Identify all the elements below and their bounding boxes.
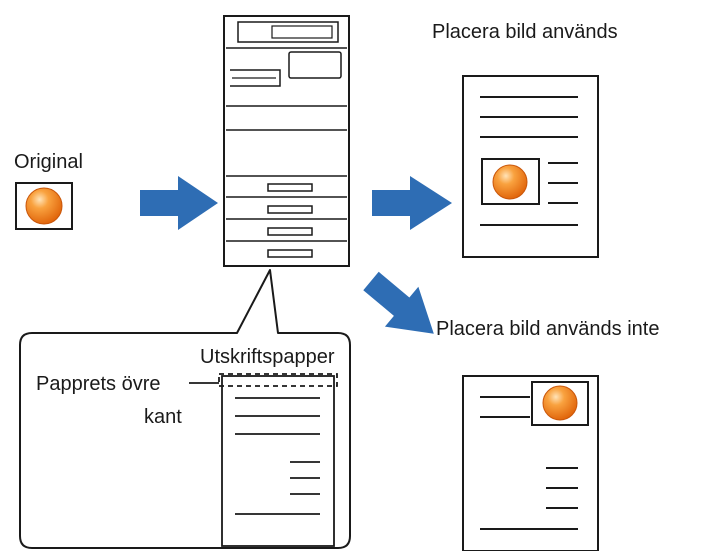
print-paper-label: Utskriftspapper <box>200 346 335 368</box>
orange-image-icon <box>542 385 578 421</box>
original-image-icon <box>15 182 73 230</box>
paper-top-edge-marker <box>218 373 338 387</box>
print-paper <box>189 373 338 547</box>
document-image-placed <box>462 75 599 258</box>
arrow-right-icon <box>372 176 452 230</box>
printer-icon <box>223 15 350 267</box>
paper-top-edge-label-line2: kant <box>144 406 182 428</box>
placera-not-used-label: Placera bild används inte <box>436 318 660 340</box>
paper-top-edge-label: Papprets övre <box>36 373 161 395</box>
arrow-right-icon <box>140 176 218 230</box>
placera-used-label: Placera bild används <box>432 21 618 43</box>
original-label: Original <box>14 151 83 173</box>
document-image-not-placed <box>462 375 599 552</box>
orange-image-icon <box>492 164 528 200</box>
arrow-down-right-icon <box>363 271 434 334</box>
